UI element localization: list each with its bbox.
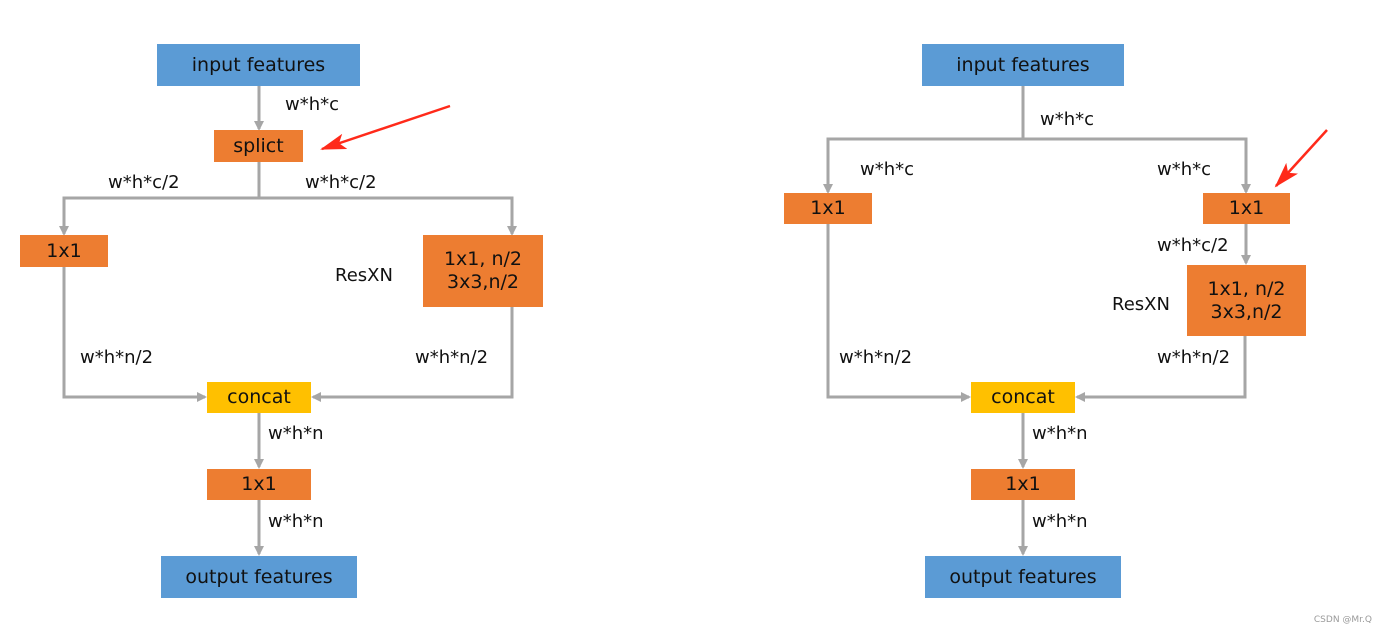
arrow-input-to-right-conv <box>1023 137 1251 194</box>
concat-label: concat <box>227 386 291 408</box>
edge-label-input: w*h*c <box>1040 109 1095 130</box>
concat-box: concat <box>207 382 311 413</box>
edge-label-right-to-concat: w*h*n/2 <box>1157 347 1231 368</box>
right-conv-1x1-box: 1x1 <box>1203 193 1290 224</box>
edge-label-concat-to-conv: w*h*n <box>1032 423 1088 444</box>
final-conv-1x1-box: 1x1 <box>971 469 1075 500</box>
arrow-left-conv-to-concat <box>62 267 207 402</box>
highlight-arrow-right-conv <box>1274 129 1328 188</box>
resx-line-2: 3x3,n/2 <box>1210 300 1283 323</box>
output-features-label: output features <box>185 565 333 588</box>
edge-label-concat-to-conv: w*h*n <box>268 423 324 444</box>
arrow-split-to-left-conv <box>59 196 259 236</box>
output-features-box: output features <box>925 556 1121 598</box>
right-conv-label: 1x1 <box>1228 197 1265 219</box>
resx-line-1: 1x1, n/2 <box>1207 277 1286 300</box>
watermark: CSDN @Mr.Q <box>1313 615 1372 625</box>
edge-label-split-left: w*h*c/2 <box>108 172 180 193</box>
input-features-label: input features <box>956 53 1090 76</box>
final-conv-1x1-box: 1x1 <box>207 469 311 500</box>
resx-label: ResXN <box>335 265 393 286</box>
split-box: splict <box>214 130 303 162</box>
left-conv-label: 1x1 <box>46 239 82 262</box>
concat-box: concat <box>971 382 1075 413</box>
edge-label-right-conv-to-resx: w*h*c/2 <box>1157 235 1229 256</box>
edge-label-right-to-concat: w*h*n/2 <box>415 347 489 368</box>
split-label: splict <box>233 134 284 157</box>
edge-label-to-left-conv: w*h*c <box>860 159 915 180</box>
edge-label-left-to-concat: w*h*n/2 <box>80 347 154 368</box>
resx-block-box: 1x1, n/2 3x3,n/2 <box>1187 265 1306 336</box>
input-features-box: input features <box>922 44 1124 86</box>
resx-line-2: 3x3,n/2 <box>447 271 519 293</box>
arrow-resx-to-concat <box>1075 336 1247 402</box>
arrow-split-to-resx <box>259 196 517 236</box>
edge-label-split-right: w*h*c/2 <box>305 172 377 193</box>
highlight-arrow-split <box>320 104 451 151</box>
edge-label-input-to-split: w*h*c <box>285 94 340 115</box>
concat-label: concat <box>991 386 1055 408</box>
resx-label: ResXN <box>1112 294 1170 315</box>
input-features-box: input features <box>157 44 360 86</box>
edge-label-left-to-concat: w*h*n/2 <box>839 347 913 368</box>
output-features-box: output features <box>161 556 357 598</box>
arrow-input-to-left-conv <box>823 137 1023 194</box>
arrow-left-conv-to-concat <box>826 224 971 402</box>
edge-label-conv-to-output: w*h*n <box>1032 511 1088 532</box>
resx-block-box: 1x1, n/2 3x3,n/2 <box>423 235 543 307</box>
edge-label-conv-to-output: w*h*n <box>268 511 324 532</box>
output-features-label: output features <box>949 565 1097 588</box>
final-conv-label: 1x1 <box>1005 473 1041 495</box>
final-conv-label: 1x1 <box>241 473 277 495</box>
arrow-resx-to-concat <box>311 307 514 402</box>
left-conv-1x1-box: 1x1 <box>20 235 108 267</box>
left-conv-1x1-box: 1x1 <box>784 193 872 224</box>
left-conv-label: 1x1 <box>810 197 846 219</box>
resx-line-1: 1x1, n/2 <box>443 248 523 270</box>
input-features-label: input features <box>191 53 326 76</box>
edge-label-to-right-conv: w*h*c <box>1157 159 1212 180</box>
